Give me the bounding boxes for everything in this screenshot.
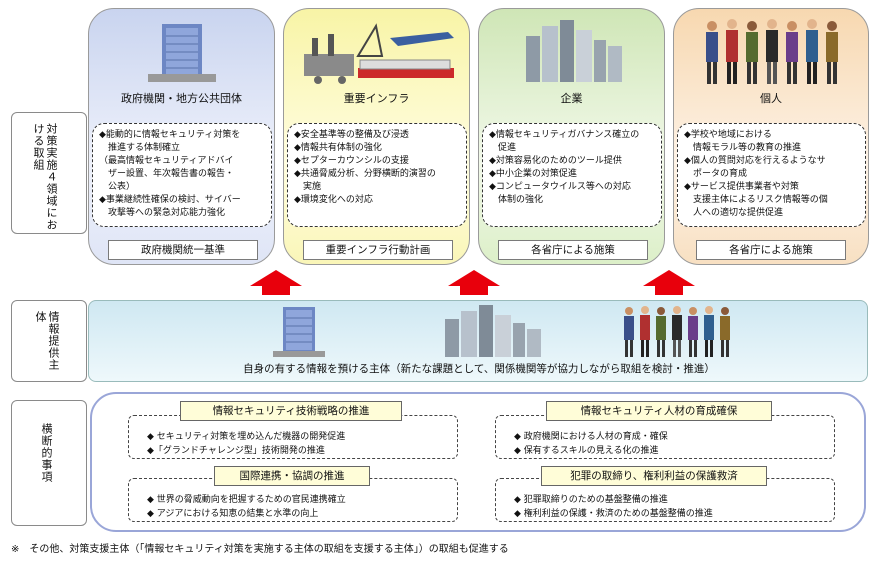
cross-item: ◆ 権利利益の保護・救済のための基盤整備の推進 [514, 509, 713, 519]
measure-item: ◆共通脅威分析、分野横断的演習の [294, 169, 436, 179]
info-provider-description: 自身の有する情報を預ける主体（新たな課題として、関係機関等が協力しながら取組を検… [243, 363, 715, 375]
measure-item: ◆サービス提供事業者や対策 [684, 182, 799, 192]
measure-item: ◆安全基準等の整備及び浸透 [294, 130, 409, 140]
plan-infrastructure: 重要インフラ行動計画 [303, 240, 453, 260]
cross-item: ◆「グランドチャレンジ型」技術開発の推進 [147, 446, 325, 456]
measure-item: 体制の強化 [489, 195, 544, 205]
info-provider-bar: 自身の有する情報を預ける主体（新たな課題として、関係機関等が協力しながら取組を検… [88, 300, 868, 382]
four-areas-label: 対策実施４領域における取組 [11, 112, 87, 234]
measure-item: ◆環境変化への対応 [294, 195, 373, 205]
measure-item: ◆セプターカウンシルの支援 [294, 156, 409, 166]
cross-item: ◆ セキュリティ対策を埋め込んだ機器の開発促進 [147, 432, 346, 442]
infrastructure-icon [304, 23, 454, 84]
measure-item: 促進 [489, 143, 517, 153]
plan-government: 政府機関統一基準 [108, 240, 258, 260]
measures-individual: ◆学校や地域における 情報モラル等の教育の推進 ◆個人の質問対応を行えるようなサ… [677, 123, 866, 227]
measures-enterprise: ◆情報セキュリティガバナンス確立の 促進 ◆対策容易化のためのツール提供 ◆中小… [482, 123, 662, 227]
info-provider-text: 情報提供主体 [34, 311, 60, 371]
measure-item: 支援主体によるリスク情報等の個 [684, 195, 828, 205]
measure-item: ザー設置、年次報告書の報告・ [99, 169, 235, 179]
people-icon [706, 19, 838, 84]
measure-item: ◆対策容易化のためのツール提供 [489, 156, 622, 166]
measure-item: 攻撃等への緊急対応能力強化 [99, 208, 226, 218]
measure-item: （最高情報セキュリティアドバイ [99, 156, 234, 166]
measure-item: ◆中小企業の対策促進 [489, 169, 577, 179]
people-icon [624, 306, 730, 357]
government-building-icon [273, 307, 325, 357]
four-areas-text: 対策実施４領域における取組 [32, 123, 58, 231]
cross-title-tech-strategy: 情報セキュリティ技術戦略の推進 [180, 401, 402, 421]
measure-item: 推進する体制確立 [99, 143, 181, 153]
cross-cutting-label: 横断的事項 [11, 400, 87, 526]
cross-item: ◆ 保有するスキルの見える化の推進 [514, 446, 659, 456]
cross-title-human-resources: 情報セキュリティ人材の育成確保 [546, 401, 772, 421]
office-buildings-icon [445, 305, 541, 357]
column-title-infrastructure: 重要インフラ [343, 92, 410, 105]
cross-title-crime: 犯罪の取締り、権利利益の保護救済 [541, 466, 767, 486]
cross-cutting-text: 横断的事項 [40, 423, 53, 483]
measure-item: ◆情報セキュリティガバナンス確立の [489, 130, 640, 140]
measure-item: 情報モラル等の教育の推進 [684, 143, 802, 153]
cross-item: ◆ 犯罪取締りのための基盤整備の推進 [514, 495, 668, 505]
info-provider-label: 情報提供主体 [11, 300, 87, 382]
footnote: ※ その他、対策支援主体（「情報セキュリティ対策を実施する主体の取組を支援する主… [11, 544, 509, 555]
government-building-icon [148, 24, 216, 82]
cross-box-tech-strategy: ◆ セキュリティ対策を埋め込んだ機器の開発促進 ◆「グランドチャレンジ型」技術開… [128, 415, 458, 459]
office-buildings-icon [526, 20, 622, 82]
measure-item: 実施 [294, 182, 322, 192]
cross-item: ◆ 世界の脅威動向を把握するための官民連携確立 [147, 495, 346, 505]
measure-item: ◆情報共有体制の強化 [294, 143, 382, 153]
measure-item: ポータの育成 [684, 169, 748, 179]
plan-individual: 各省庁による施策 [696, 240, 846, 260]
plan-enterprise: 各省庁による施策 [498, 240, 648, 260]
column-title-enterprise: 企業 [560, 92, 583, 105]
cross-box-human-resources: ◆ 政府機関における人材の育成・確保 ◆ 保有するスキルの見える化の推進 [495, 415, 835, 459]
measure-item: ◆能動的に情報セキュリティ対策を [99, 130, 241, 140]
measure-item: ◆事業継続性確保の検討、サイバー [99, 195, 241, 205]
measures-government: ◆能動的に情報セキュリティ対策を 推進する体制確立 （最高情報セキュリティアドバ… [92, 123, 272, 227]
cross-item: ◆ 政府機関における人材の育成・確保 [514, 432, 668, 442]
measure-item: 人への適切な提供促進 [684, 208, 784, 218]
up-arrow [643, 270, 695, 295]
measures-infrastructure: ◆安全基準等の整備及び浸透 ◆情報共有体制の強化 ◆セプターカウンシルの支援 ◆… [287, 123, 467, 227]
measure-item: 公表） [99, 182, 136, 192]
measure-item: ◆個人の質問対応を行えるようなサ [684, 156, 826, 166]
measure-item: ◆学校や地域における [684, 130, 772, 140]
measure-item: ◆コンピュータウイルス等への対応 [489, 182, 631, 192]
up-arrow [448, 270, 500, 295]
column-title-individual: 個人 [760, 92, 782, 105]
cross-title-international: 国際連携・協調の推進 [214, 466, 370, 486]
cross-item: ◆ アジアにおける知恵の結集と水準の向上 [147, 509, 319, 519]
up-arrow [250, 270, 302, 295]
column-title-government: 政府機関・地方公共団体 [121, 92, 242, 105]
